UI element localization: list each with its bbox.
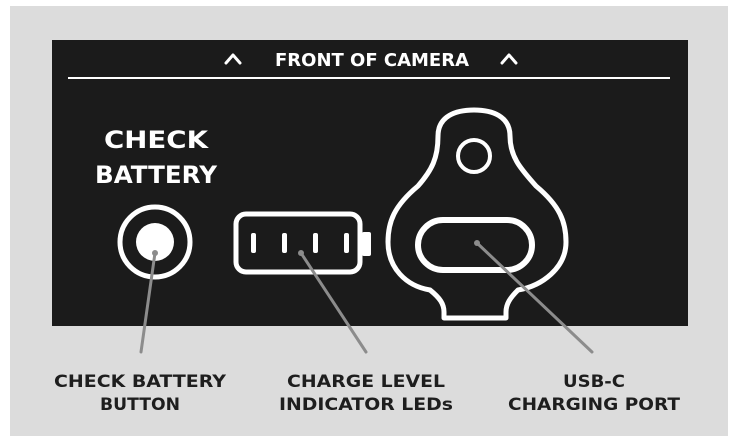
callout-button-line2: BUTTON [100, 395, 180, 415]
battery-body [233, 211, 363, 275]
panel-header-label: FRONT OF CAMERA [275, 50, 469, 71]
charge-led [313, 233, 318, 253]
chevron-up-icon [224, 53, 242, 65]
callout-line-usb [475, 241, 594, 354]
callout-dot [474, 240, 480, 246]
battery-terminal [362, 232, 371, 256]
button-center [136, 223, 174, 261]
callout-usb-line2: CHARGING PORT [508, 395, 680, 415]
callout-usb-line1: USB-C [563, 372, 625, 392]
callout-line-leds [299, 251, 368, 354]
chevron-up-icon [500, 53, 518, 65]
led-group [251, 233, 349, 253]
callout-line-button [139, 251, 157, 354]
charge-led [344, 233, 349, 253]
cover-strap-hole [456, 138, 492, 174]
callout-lines [139, 240, 594, 354]
charge-led [251, 233, 256, 253]
charge-led [282, 233, 287, 253]
callout-leds-line1: CHARGE LEVEL [287, 372, 445, 392]
usb-c-port[interactable] [415, 217, 535, 273]
usb-c-port-assembly [385, 107, 569, 321]
battery-icon [233, 211, 371, 275]
check-battery-label-line2: BATTERY [95, 161, 218, 189]
callout-leds-line2: INDICATOR LEDs [279, 395, 453, 415]
port-cover-outline [385, 107, 569, 321]
check-battery-button[interactable] [117, 204, 193, 280]
button-ring [117, 204, 193, 280]
callout-dot [152, 250, 158, 256]
check-battery-label-line1: CHECK [104, 126, 210, 154]
callout-dot [298, 250, 304, 256]
callout-button-line1: CHECK BATTERY [54, 372, 227, 392]
